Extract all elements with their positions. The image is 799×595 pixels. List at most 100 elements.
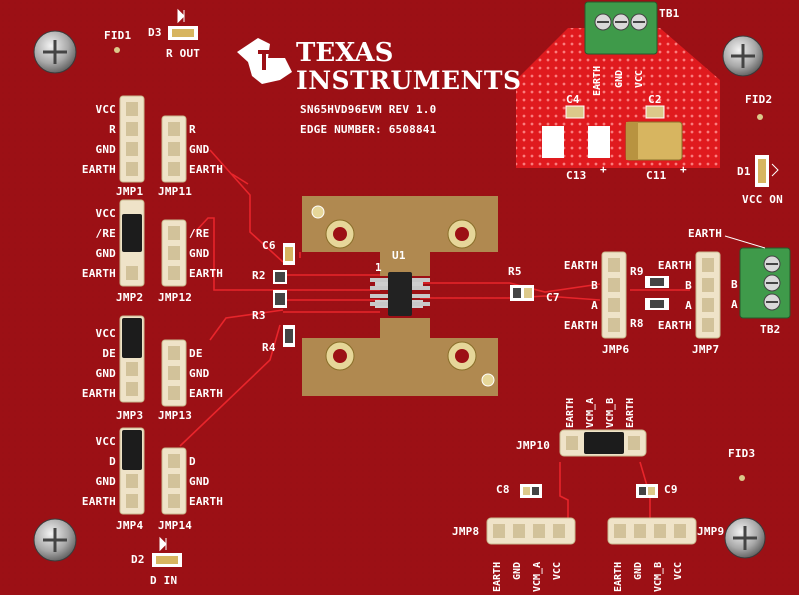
c8-label: C8 — [496, 483, 510, 496]
jmp1-pin-gnd: GND — [95, 143, 116, 156]
ic-u1 — [370, 272, 430, 316]
jmp13-pin-de: DE — [189, 347, 203, 360]
c6-label: C6 — [262, 239, 276, 252]
r4-label: R4 — [262, 341, 276, 354]
jmp7-pin-earth-1: EARTH — [657, 259, 692, 272]
r9-label: R9 — [630, 265, 644, 278]
terminal-block-tb2[interactable] — [724, 235, 791, 319]
jmp10-label: JMP10 — [516, 439, 551, 452]
u1-pin1-marker: 1 — [375, 261, 382, 274]
jmp1-pin-vcc: VCC — [95, 103, 116, 116]
header-jmp13[interactable] — [161, 339, 187, 407]
tb2-pin-a: A — [731, 298, 738, 311]
header-jmp7[interactable] — [695, 251, 721, 339]
jmp12-pin-earth: EARTH — [189, 267, 224, 280]
jmp7-pin-b: B — [685, 279, 692, 292]
mounting-screw-top-right — [722, 35, 764, 77]
jmp7-pin-earth-2: EARTH — [657, 319, 692, 332]
d2-function-label: D IN — [150, 574, 178, 587]
jmp10-pin-vcma: VCM_A — [585, 397, 596, 428]
jmp10-pin-earth-1: EARTH — [565, 397, 576, 428]
jmp6-pin-b: B — [591, 279, 598, 292]
board-model: SN65HVD96EVM REV 1.0 — [300, 103, 437, 116]
header-jmp12[interactable] — [161, 219, 187, 287]
c13-label: C13 — [566, 169, 587, 182]
jmp2-pin-gnd: GND — [95, 247, 116, 260]
header-jmp11[interactable] — [161, 115, 187, 183]
jmp2-pin-re: /RE — [95, 227, 116, 240]
jmp3-label: JMP3 — [116, 409, 144, 422]
mounting-screw-bottom-left — [33, 518, 77, 562]
edge-number: EDGE NUMBER: 6508841 — [300, 123, 437, 136]
jmp3-pin-vcc: VCC — [95, 327, 116, 340]
smd-components-left — [273, 243, 295, 347]
jmp11-pin-r: R — [189, 123, 196, 136]
jmp4-pin-earth: EARTH — [81, 495, 116, 508]
jmp2-label: JMP2 — [116, 291, 144, 304]
jmp1-label: JMP1 — [116, 185, 144, 198]
c11-plus: + — [680, 163, 687, 176]
jmp3-pin-de: DE — [102, 347, 116, 360]
jmp9-label: JMP9 — [697, 525, 725, 538]
jmp11-label: JMP11 — [158, 185, 193, 198]
jmp14-pin-d: D — [189, 455, 196, 468]
jmp4-pin-vcc: VCC — [95, 435, 116, 448]
tb1-label: TB1 — [659, 7, 680, 20]
jmp9-pin-earth: EARTH — [613, 561, 624, 592]
jmp6-pin-a: A — [591, 299, 598, 312]
jmp14-pin-earth: EARTH — [189, 495, 224, 508]
jmp9-pin-gnd: GND — [633, 561, 644, 580]
jmp14-pin-gnd: GND — [189, 475, 210, 488]
jmp14-label: JMP14 — [158, 519, 193, 532]
power-copper-pour — [516, 28, 720, 168]
jmp12-pin-re: /RE — [189, 227, 210, 240]
header-jmp6[interactable] — [601, 251, 627, 339]
jmp13-label: JMP13 — [158, 409, 193, 422]
jmp4-label: JMP4 — [116, 519, 144, 532]
jmp2-pin-vcc: VCC — [95, 207, 116, 220]
c2-label: C2 — [648, 93, 662, 106]
fid1-label: FID1 — [104, 29, 132, 42]
tb1-pin-gnd: GND — [614, 69, 625, 88]
header-jmp14[interactable] — [161, 447, 187, 515]
header-jmp4[interactable] — [119, 427, 145, 515]
jmp3-pin-gnd: GND — [95, 367, 116, 380]
jmp12-pin-gnd: GND — [189, 247, 210, 260]
d1-function-label: VCC ON — [742, 193, 783, 206]
c7-label: C7 — [546, 291, 560, 304]
tb2-label: TB2 — [760, 323, 781, 336]
r8-label: R8 — [630, 317, 644, 330]
d3-label: D3 — [148, 26, 162, 39]
jmp11-pin-earth: EARTH — [189, 163, 224, 176]
jmp8-label: JMP8 — [452, 525, 480, 538]
jmp8-pin-gnd: GND — [512, 561, 523, 580]
tb1-pin-vcc: VCC — [634, 69, 645, 88]
header-jmp2[interactable] — [119, 199, 145, 287]
jmp4-pin-d: D — [109, 455, 116, 468]
jmp6-pin-earth-1: EARTH — [563, 259, 598, 272]
jmp3-pin-earth: EARTH — [81, 387, 116, 400]
jmp8-pin-earth: EARTH — [492, 561, 503, 592]
brand-texas: TEXAS — [296, 38, 394, 68]
led-d1 — [755, 155, 779, 187]
c13-plus: + — [600, 163, 607, 176]
fid3-label: FID3 — [728, 447, 756, 460]
header-jmp9[interactable] — [607, 517, 697, 545]
led-d3 — [168, 8, 198, 40]
mounting-screw-bottom-right — [724, 517, 766, 559]
header-jmp1[interactable] — [119, 95, 145, 183]
header-jmp10[interactable] — [559, 429, 647, 457]
led-d2 — [152, 536, 182, 567]
terminal-block-tb1[interactable] — [584, 1, 658, 55]
jmp8-pin-vcc: VCC — [552, 561, 563, 580]
d2-label: D2 — [131, 553, 145, 566]
jmp8-pin-vcma: VCM_A — [532, 561, 543, 592]
jmp6-label: JMP6 — [602, 343, 630, 356]
header-jmp3[interactable] — [119, 315, 145, 403]
header-jmp8[interactable] — [486, 517, 576, 545]
jmp13-pin-earth: EARTH — [189, 387, 224, 400]
jmp7-pin-a: A — [685, 299, 692, 312]
smd-components-right — [510, 276, 669, 310]
r2-label: R2 — [252, 269, 266, 282]
